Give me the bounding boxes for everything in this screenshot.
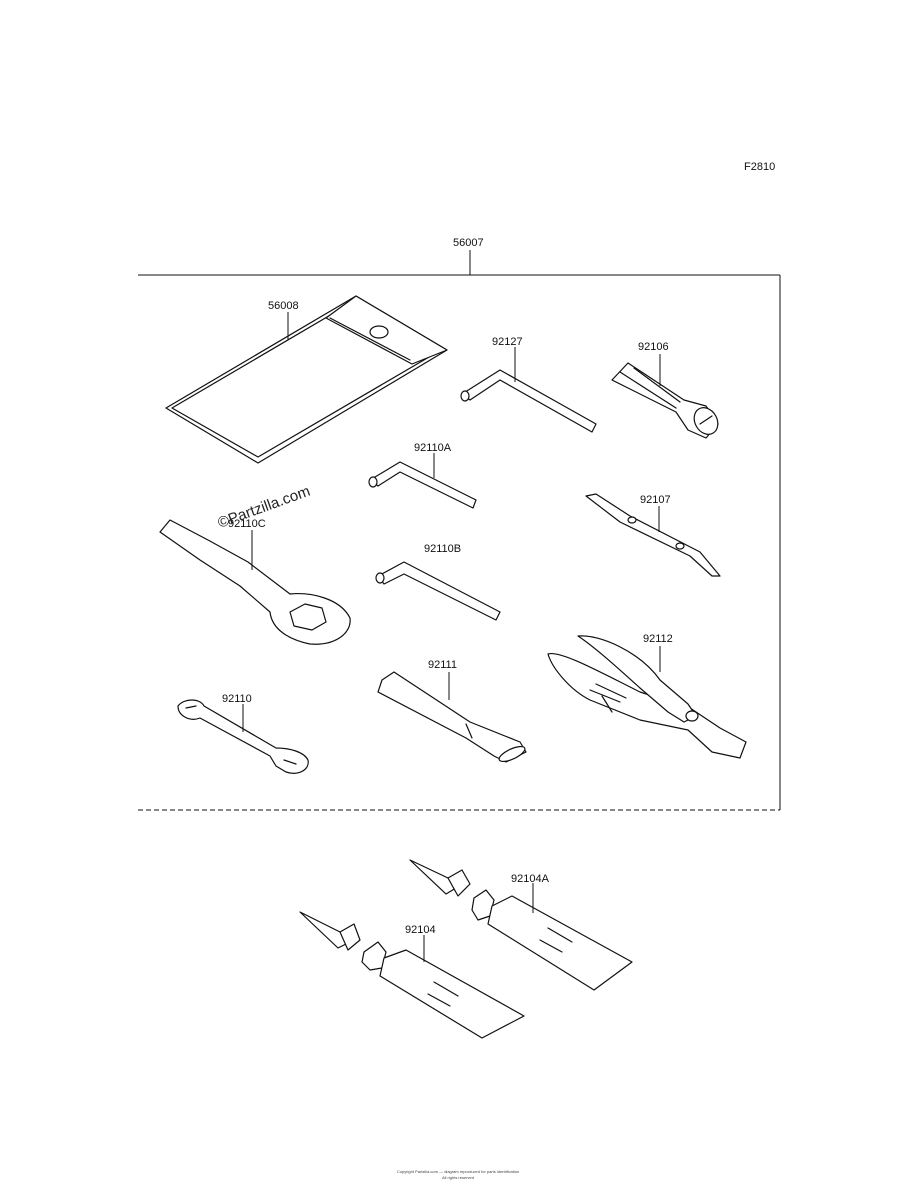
plug-handle: 92106	[611, 341, 719, 439]
grease-tube: 92104	[299, 911, 525, 1039]
extension-bar: 92111	[377, 659, 527, 763]
part-label-92110B: 92110B	[424, 543, 461, 555]
part-label-92104: 92104	[405, 924, 436, 936]
part-label-92110: 92110	[222, 693, 252, 705]
part-label-92110C: 92110C	[228, 518, 266, 530]
ring-wrench: 92110C	[159, 518, 351, 645]
group-part-number: 56007	[453, 237, 484, 249]
hex-wrench-medium: 92110A	[368, 442, 477, 509]
part-label-92110A: 92110A	[414, 442, 452, 454]
hex-wrench-large: 92127	[460, 336, 597, 433]
footer-line-2: All rights reserved	[442, 1175, 474, 1180]
screwdriver: 92107	[585, 493, 721, 577]
hex-wrench-small: 92110B	[375, 543, 501, 621]
footer-line-1: Copyright Partzilla.com — diagram reprod…	[397, 1169, 519, 1174]
part-label-56008: 56008	[268, 300, 299, 312]
group-bracket: 56007	[138, 237, 781, 811]
tool-wallet: 56008	[165, 295, 448, 464]
part-label-92111: 92111	[428, 659, 457, 671]
pliers: 92112	[547, 633, 747, 759]
open-wrench: 92110	[177, 693, 309, 774]
figure-code: F2810	[744, 161, 775, 173]
part-label-92127: 92127	[492, 336, 523, 348]
part-label-92112: 92112	[643, 633, 673, 645]
part-label-92107: 92107	[640, 494, 671, 506]
part-label-92104A: 92104A	[511, 873, 550, 885]
grease-tube-a: 92104A	[409, 859, 633, 991]
part-label-92106: 92106	[638, 341, 669, 353]
